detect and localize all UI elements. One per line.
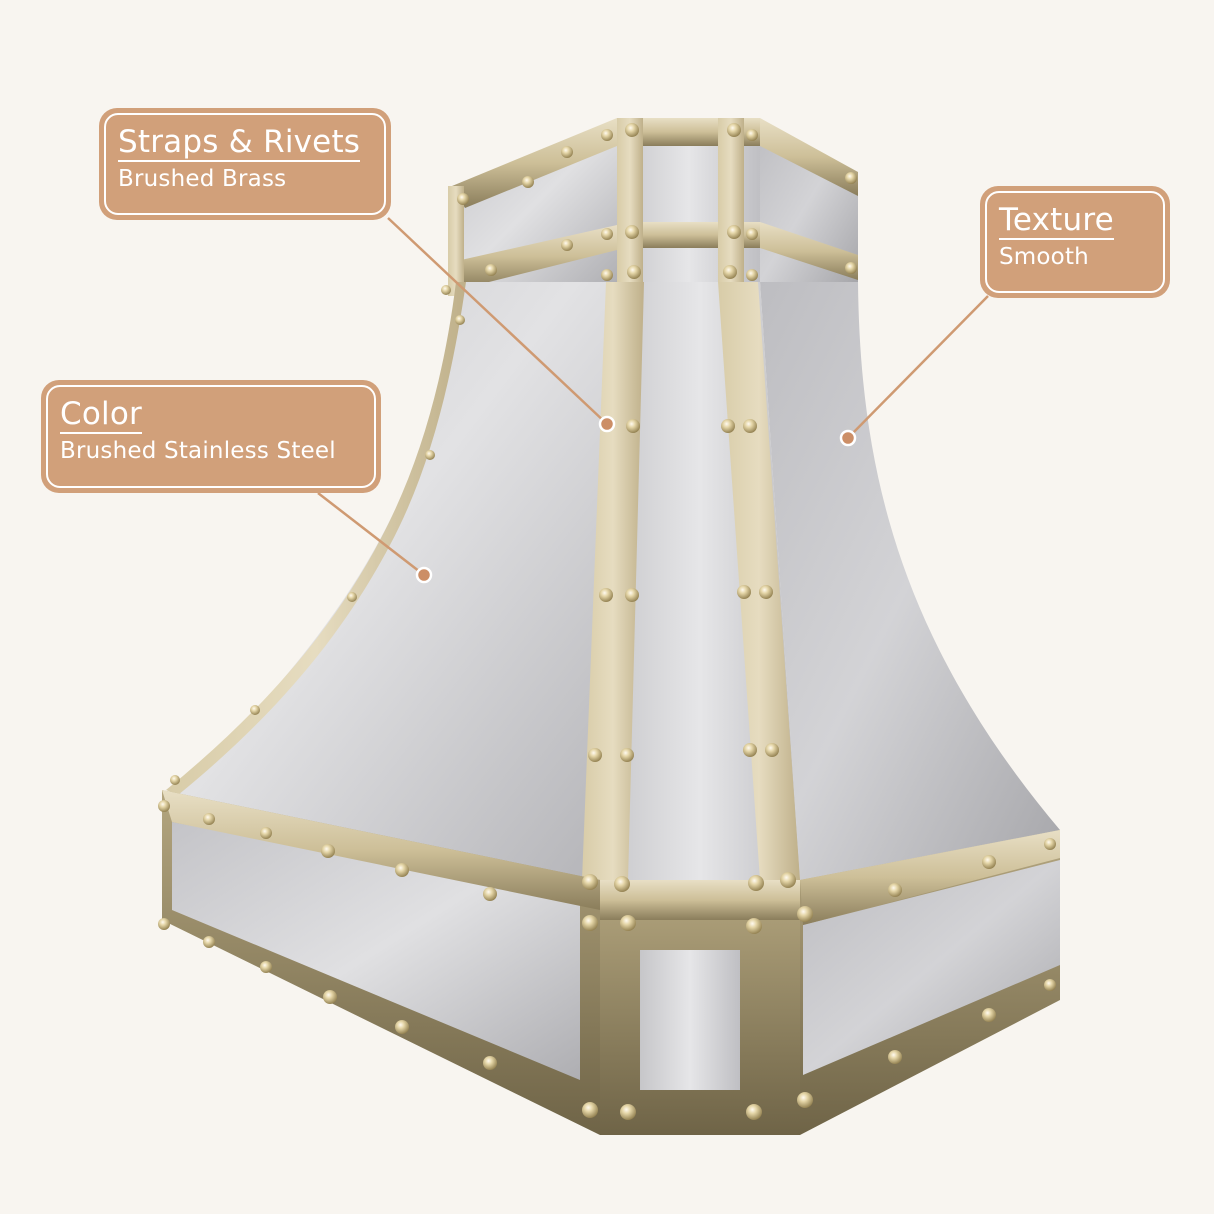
callout-inner-frame: Color Brushed Stainless Steel — [46, 385, 376, 488]
callout-straps-rivets: Straps & Rivets Brushed Brass — [99, 108, 391, 220]
callout-title: Texture — [999, 202, 1114, 240]
marker-dot-straps — [598, 415, 616, 433]
callout-value: Brushed Stainless Steel — [60, 438, 336, 464]
rivets — [158, 123, 1056, 1120]
callout-inner-frame: Straps & Rivets Brushed Brass — [104, 113, 386, 215]
leader-line-color — [317, 492, 425, 576]
callout-value: Brushed Brass — [118, 166, 287, 192]
callout-value: Smooth — [999, 244, 1089, 270]
marker-dot-texture — [839, 429, 857, 447]
leader-line-straps — [387, 217, 608, 425]
callout-texture: Texture Smooth — [980, 186, 1170, 298]
callout-title: Straps & Rivets — [118, 124, 361, 162]
leader-line-texture — [847, 295, 989, 439]
callout-color: Color Brushed Stainless Steel — [41, 380, 381, 493]
marker-dot-color — [415, 566, 433, 584]
callout-title: Color — [60, 396, 142, 434]
callout-inner-frame: Texture Smooth — [985, 191, 1165, 293]
